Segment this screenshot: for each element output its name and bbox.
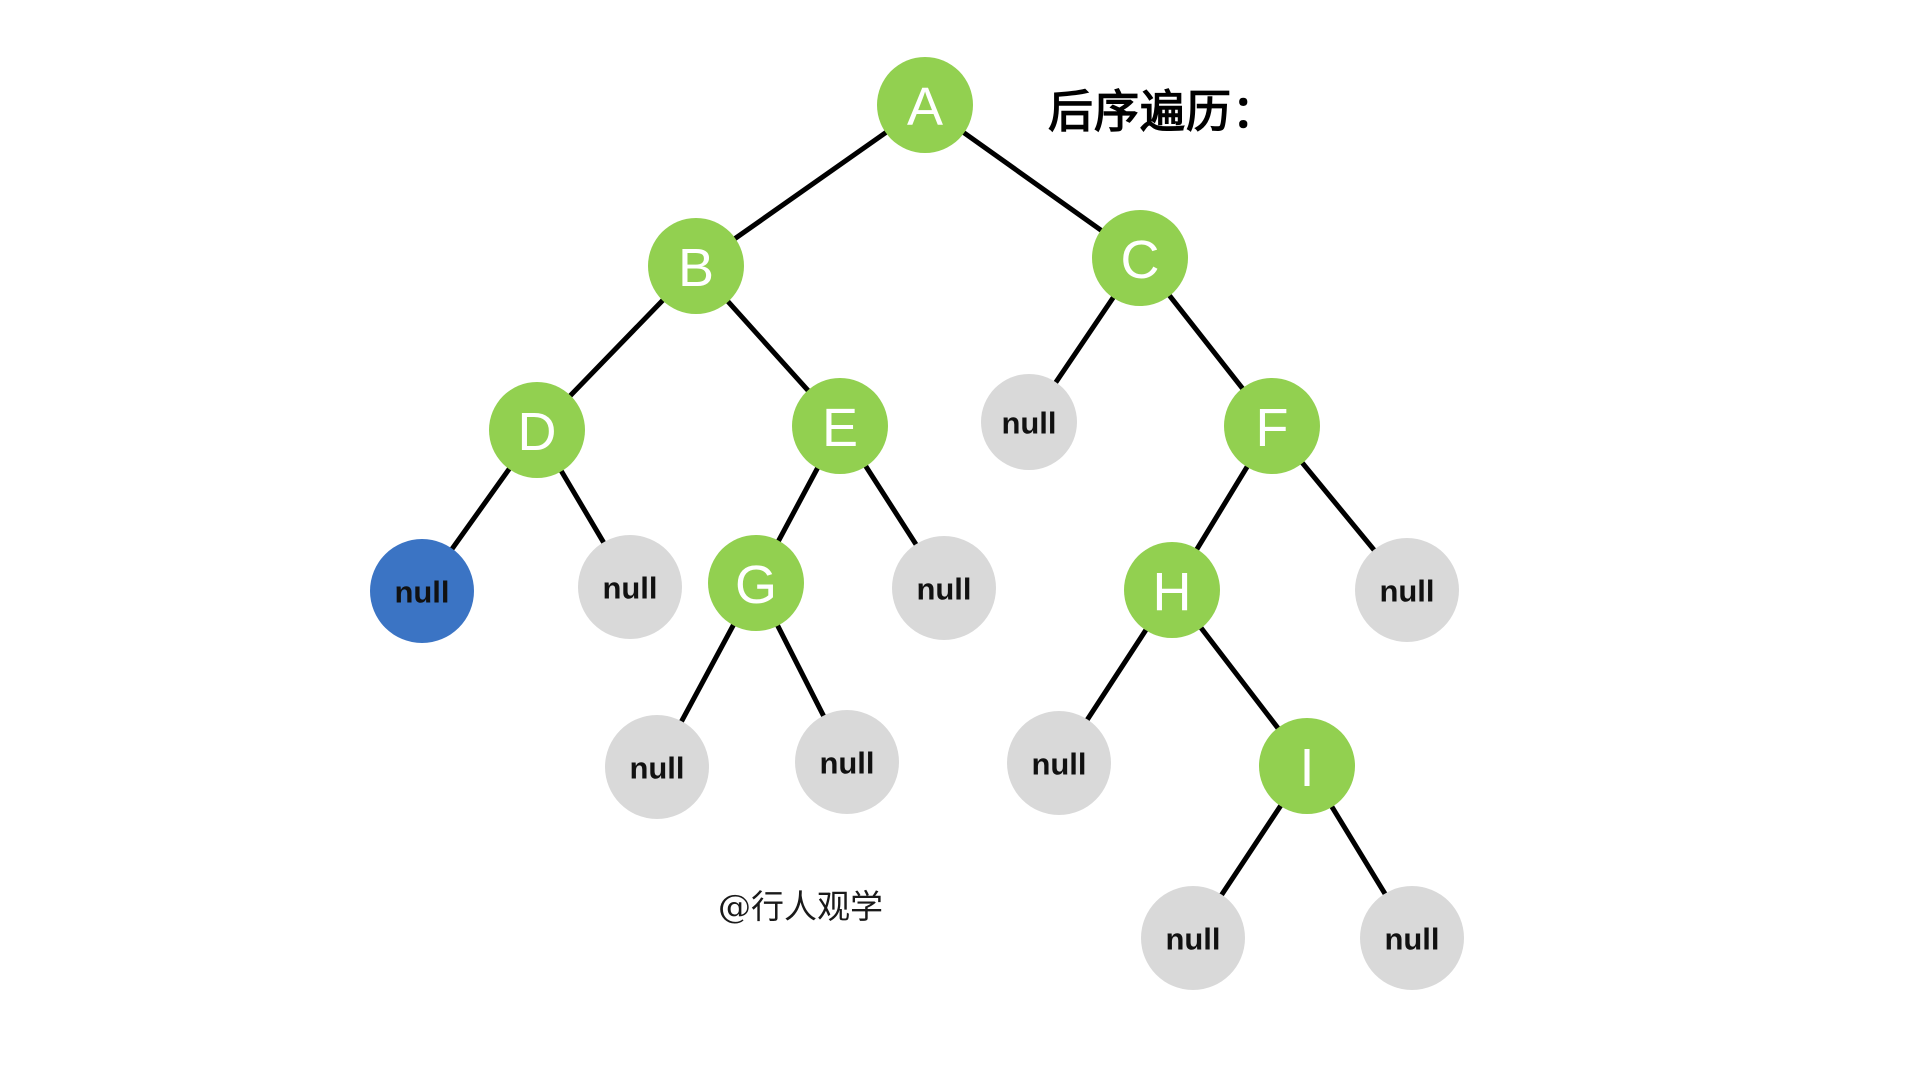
tree-edge <box>563 293 670 403</box>
tree-edge <box>1163 288 1249 396</box>
tree-node-null[interactable]: null <box>1007 711 1111 815</box>
tree-edge <box>1215 798 1287 903</box>
node-circle[interactable] <box>1124 542 1220 638</box>
node-circle[interactable] <box>1007 711 1111 815</box>
tree-node[interactable]: E <box>792 378 888 474</box>
tree-edge <box>1195 620 1284 736</box>
tree-edge <box>1191 459 1253 557</box>
tree-node-null[interactable]: null <box>370 539 474 643</box>
tree-edge <box>555 463 610 550</box>
node-circle[interactable] <box>648 218 744 314</box>
tree-edge <box>860 458 922 552</box>
tree-edge <box>727 126 894 245</box>
tree-node-null[interactable]: null <box>1360 886 1464 990</box>
tree-node-null[interactable]: null <box>605 715 709 819</box>
tree-node[interactable]: A <box>877 57 973 153</box>
edges-layer <box>446 126 1391 903</box>
tree-node[interactable]: F <box>1224 378 1320 474</box>
tree-node[interactable]: G <box>708 535 804 631</box>
tree-edge <box>1296 455 1381 557</box>
tree-edge <box>772 617 829 724</box>
node-circle[interactable] <box>981 374 1077 470</box>
tree-edge <box>1050 290 1119 390</box>
node-circle[interactable] <box>1224 378 1320 474</box>
node-circle[interactable] <box>708 535 804 631</box>
tree-edge <box>1081 622 1152 727</box>
tree-node-null[interactable]: null <box>1355 538 1459 642</box>
node-circle[interactable] <box>578 535 682 639</box>
node-circle[interactable] <box>792 378 888 474</box>
tree-node-null[interactable]: null <box>795 710 899 814</box>
tree-edge <box>446 461 516 557</box>
node-circle[interactable] <box>892 536 996 640</box>
tree-node[interactable]: C <box>1092 210 1188 306</box>
node-circle[interactable] <box>1360 886 1464 990</box>
node-circle[interactable] <box>370 539 474 643</box>
tree-node-null[interactable]: null <box>981 374 1077 470</box>
tree-node[interactable]: I <box>1259 718 1355 814</box>
node-circle[interactable] <box>1141 886 1245 990</box>
tree-edge <box>721 294 815 398</box>
node-circle[interactable] <box>1092 210 1188 306</box>
tree-node[interactable]: H <box>1124 542 1220 638</box>
tree-edge <box>773 460 823 549</box>
node-circle[interactable] <box>795 710 899 814</box>
node-circle[interactable] <box>1355 538 1459 642</box>
page-title: 后序遍历： <box>1048 85 1279 138</box>
tree-node-null[interactable]: null <box>1141 886 1245 990</box>
tree-node[interactable]: B <box>648 218 744 314</box>
tree-edge <box>1326 799 1391 902</box>
tree-edge <box>956 126 1109 237</box>
node-circle[interactable] <box>605 715 709 819</box>
tree-node-null[interactable]: null <box>578 535 682 639</box>
node-circle[interactable] <box>877 57 973 153</box>
tree-edge <box>676 617 739 729</box>
tree-node-null[interactable]: null <box>892 536 996 640</box>
watermark-credit: @行人观学 <box>718 887 883 926</box>
node-circle[interactable] <box>489 382 585 478</box>
tree-node[interactable]: D <box>489 382 585 478</box>
node-circle[interactable] <box>1259 718 1355 814</box>
